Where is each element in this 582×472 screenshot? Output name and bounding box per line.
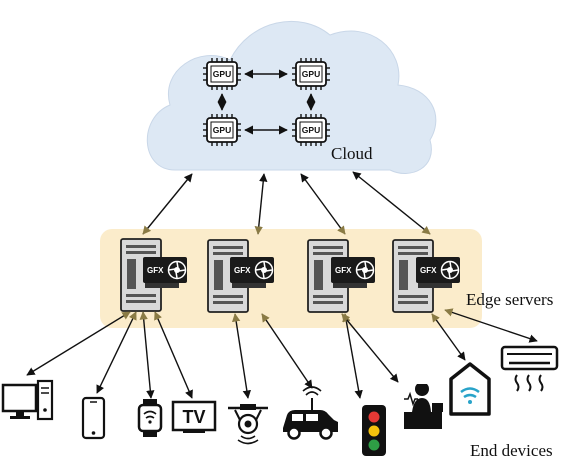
edge-device-links	[26, 308, 538, 399]
edge-band	[100, 229, 482, 328]
graphics-card-icon: GFX	[330, 256, 376, 289]
tv-label: TV	[182, 407, 205, 427]
drone-icon	[228, 404, 268, 445]
end-devices-label: End devices	[470, 441, 553, 460]
tv-icon: TV	[171, 400, 217, 433]
gfx-label: GFX	[234, 266, 251, 275]
connected-car-icon	[283, 386, 338, 440]
gpu-label: GPU	[302, 125, 320, 135]
gpu-chip-icon: GPU	[291, 113, 331, 147]
gpu-chip-icon: GPU	[202, 113, 242, 147]
edge-server-4: GFX	[392, 239, 461, 313]
smart-home-icon	[449, 362, 491, 416]
gfx-label: GFX	[420, 266, 437, 275]
gpu-label: GPU	[213, 69, 231, 79]
edge-server-1: GFX	[120, 238, 188, 312]
traffic-light-icon	[362, 405, 386, 456]
gpu-chip-icon: GPU	[202, 57, 242, 91]
gpu-label: GPU	[302, 69, 320, 79]
gpu-chip-icon: GPU	[291, 57, 331, 91]
graphics-card-icon: GFX	[229, 256, 275, 289]
graphics-card-icon: GFX	[142, 256, 188, 289]
gpu-label: GPU	[213, 125, 231, 135]
patient-monitor-icon	[404, 380, 443, 429]
edge-servers-label: Edge servers	[466, 290, 553, 309]
gpu-links	[217, 69, 316, 135]
smartwatch-icon	[137, 399, 163, 437]
edge-server-3: GFX	[307, 239, 376, 313]
cloud-label: Cloud	[331, 144, 373, 163]
graphics-card-icon: GFX	[415, 256, 461, 289]
gfx-label: GFX	[147, 266, 164, 275]
air-conditioner-icon	[500, 345, 559, 392]
smartphone-icon	[81, 396, 106, 440]
edge-server-2: GFX	[207, 239, 275, 313]
cloud-edge-links	[142, 171, 431, 235]
cloud-shape	[146, 20, 437, 174]
desktop-computer-icon	[1, 379, 54, 421]
gfx-label: GFX	[335, 266, 352, 275]
